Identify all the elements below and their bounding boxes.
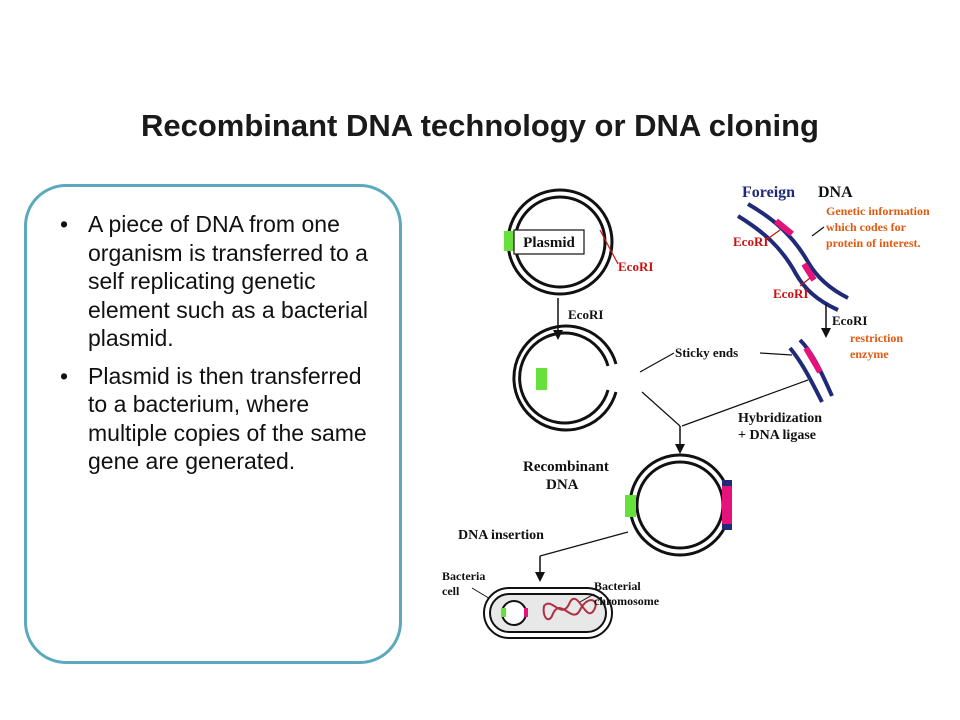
cell-plasmid-insert	[524, 608, 528, 617]
bacterial-chromosome-label-1: Bacterial	[594, 579, 641, 593]
bacterial-chromosome-label-2: chromosome	[594, 594, 660, 608]
recombinant-plasmid	[625, 453, 732, 557]
restriction-label-2: enzyme	[850, 347, 889, 361]
foreign-insert-top	[774, 218, 794, 237]
bullet-item-1: A piece of DNA from one organism is tran…	[60, 210, 380, 353]
recombinant-insert	[722, 486, 732, 524]
ecori-foreign-left: EcoRI	[733, 234, 768, 249]
genetic-info-line-2: which codes for	[826, 220, 907, 234]
genetic-info-line-3: protein of interest.	[826, 236, 921, 250]
hybridization-line-right	[681, 379, 809, 427]
genetic-info-line-1: Genetic information	[826, 204, 930, 218]
slide-title: Recombinant DNA technology or DNA clonin…	[141, 108, 819, 143]
restriction-label-1: restriction	[850, 331, 903, 345]
sticky-ends-label: Sticky ends	[675, 345, 738, 360]
foreign-dna-strands	[736, 202, 849, 312]
hybridization-line-1: Hybridization	[738, 411, 822, 426]
ecori-right-arrow: EcoRI	[832, 313, 867, 328]
cut-plasmid	[512, 324, 618, 432]
cell-plasmid-marker	[501, 608, 506, 617]
dna-insertion-label: DNA insertion	[458, 528, 544, 543]
sticky-line-left	[639, 352, 675, 373]
hybridization-line-2: + DNA ligase	[738, 428, 816, 443]
cut-plasmid-marker	[536, 368, 547, 390]
bullet-list: A piece of DNA from one organism is tran…	[60, 210, 380, 485]
bacteria-cell	[483, 587, 613, 639]
bacteria-cell-label-1: Bacteria	[442, 569, 485, 583]
plasmid-marker	[504, 231, 515, 251]
cut-foreign-fragment	[788, 338, 834, 403]
foreign-label: Foreign	[742, 184, 795, 201]
recombinant-label-2: DNA	[546, 477, 579, 493]
ecori-foreign-bottom: EcoRI	[773, 286, 808, 301]
sticky-line-right	[759, 352, 793, 356]
ecori-arrow-label: EcoRI	[568, 307, 603, 322]
cut-fragment-insert	[803, 346, 823, 374]
bullet-item-2: Plasmid is then transferred to a bacteri…	[60, 362, 380, 476]
hybridization-line-left	[641, 391, 681, 427]
foreign-insert-bottom	[801, 262, 817, 282]
bacterial-chromosome	[542, 597, 597, 621]
arrow-insertion-diagonal	[539, 531, 629, 557]
plasmid-label: Plasmid	[523, 235, 575, 251]
ecori-plasmid-label: EcoRI	[618, 259, 653, 274]
plasmid: Plasmid EcoRI	[504, 188, 653, 296]
cloning-diagram: Plasmid EcoRI EcoRI Sticky ends Foreign …	[442, 184, 930, 639]
dna-label: DNA	[818, 184, 853, 201]
recombinant-label-1: Recombinant	[523, 459, 609, 475]
recombinant-marker	[625, 495, 636, 517]
bacteria-cell-label-2: cell	[442, 584, 460, 598]
